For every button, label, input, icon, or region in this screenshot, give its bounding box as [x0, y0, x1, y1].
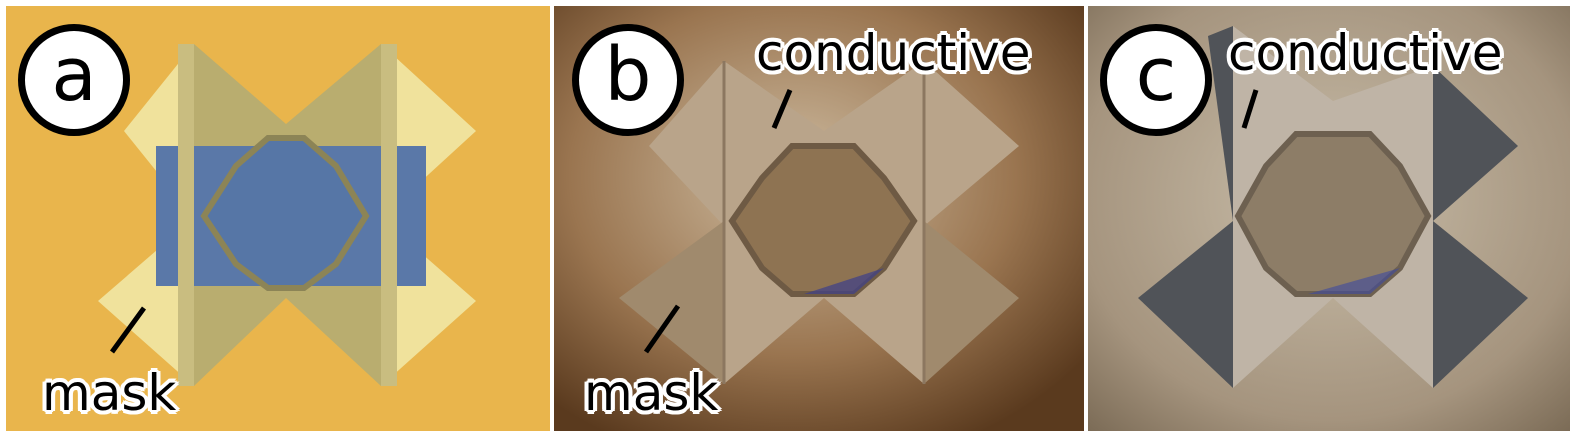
panel-a-badge: a	[18, 24, 130, 136]
panel-a-leader-line	[109, 306, 147, 354]
panel-c-badge: c	[1100, 24, 1212, 136]
panel-b-leader-lines	[643, 89, 793, 354]
panel-a-mask-label: mask	[42, 364, 177, 422]
panel-b: b conductive mask	[554, 6, 1084, 431]
panel-a: a mask	[6, 6, 550, 431]
panel-b-photo	[554, 6, 1084, 431]
panel-c-leader-line	[1241, 89, 1259, 129]
panel-b-conductive-label: conductive	[756, 24, 1031, 82]
panel-a-photo	[6, 6, 550, 431]
panel-c-photo	[1088, 6, 1570, 431]
panel-c-conductive-label: conductive	[1228, 24, 1503, 82]
panel-b-badge: b	[572, 24, 684, 136]
panel-c: c conductive	[1088, 6, 1570, 431]
panel-b-mask-label: mask	[584, 364, 719, 422]
